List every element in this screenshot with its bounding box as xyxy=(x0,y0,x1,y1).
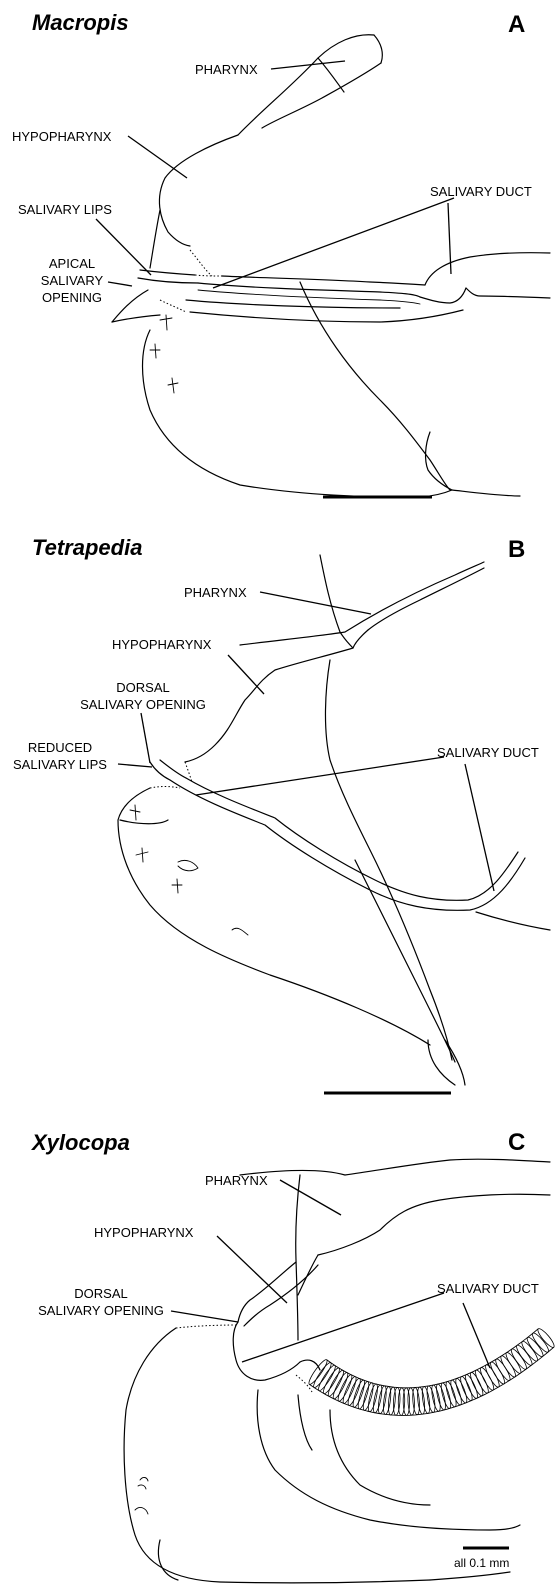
panel-b-letter: B xyxy=(508,536,525,563)
duct-ring xyxy=(331,1371,350,1400)
label-dorsal-opening-line1: DORSAL xyxy=(74,1286,127,1301)
label-pharynx: PHARYNX xyxy=(195,62,258,77)
label-apical-opening-line1: APICAL xyxy=(49,256,95,271)
label-apical-opening-line3: OPENING xyxy=(42,290,102,305)
label-hypopharynx: HYPOPHARYNX xyxy=(94,1225,194,1240)
segmented-duct xyxy=(307,1327,556,1416)
duct-ring xyxy=(346,1377,363,1406)
duct-ring xyxy=(483,1363,501,1388)
duct-ring xyxy=(336,1373,354,1402)
panel-b: Tetrapedia B PHARYNX HYPOPHARYNX DORSAL … xyxy=(13,535,550,1093)
duct-ring xyxy=(341,1375,358,1404)
scale-label: all 0.1 mm xyxy=(454,1556,509,1570)
duct-ring xyxy=(416,1387,425,1415)
label-pharynx: PHARYNX xyxy=(205,1173,268,1188)
panel-c-letter: C xyxy=(508,1129,525,1156)
label-hypopharynx: HYPOPHARYNX xyxy=(12,129,112,144)
duct-ring xyxy=(425,1385,436,1413)
duct-ring xyxy=(473,1369,490,1395)
label-pharynx: PHARYNX xyxy=(184,585,247,600)
duct-ring xyxy=(499,1354,518,1378)
duct-ring xyxy=(478,1366,496,1391)
label-hypopharynx: HYPOPHARYNX xyxy=(112,637,212,652)
panel-a-letter: A xyxy=(508,11,525,38)
label-reduced-lips-line1: REDUCED xyxy=(28,740,92,755)
label-reduced-lips-line2: SALIVARY LIPS xyxy=(13,757,107,772)
panel-a-title: Macropis xyxy=(32,10,129,35)
duct-ring xyxy=(321,1366,342,1395)
label-dorsal-opening-line1: DORSAL xyxy=(116,680,169,695)
duct-ring xyxy=(351,1379,367,1408)
panel-c-title: Xylocopa xyxy=(30,1130,130,1155)
panel-b-title: Tetrapedia xyxy=(32,535,142,560)
duct-ring xyxy=(421,1386,431,1414)
duct-ring xyxy=(488,1361,506,1386)
duct-ring xyxy=(311,1361,333,1389)
leader-lines-c xyxy=(171,1180,490,1368)
leader-lines-a xyxy=(96,61,454,288)
panel-c: Xylocopa C PHARYNX HYPOPHARYNX DORSAL SA… xyxy=(30,1129,556,1583)
duct-ring xyxy=(307,1358,330,1386)
label-dorsal-opening-line2: SALIVARY OPENING xyxy=(38,1303,164,1318)
duct-ring xyxy=(412,1387,421,1415)
label-apical-opening-line2: SALIVARY xyxy=(41,273,104,288)
label-salivary-duct: SALIVARY DUCT xyxy=(437,1281,539,1296)
duct-ring xyxy=(326,1369,346,1398)
label-salivary-duct: SALIVARY DUCT xyxy=(430,184,532,199)
panel-a: Macropis A PHARYNX HYPOPHARYNX SALIVARY … xyxy=(12,10,550,497)
specimen-drawing-a xyxy=(112,35,550,497)
label-salivary-lips: SALIVARY LIPS xyxy=(18,202,112,217)
specimen-drawing-b xyxy=(118,555,550,1085)
duct-ring xyxy=(494,1357,513,1382)
label-dorsal-opening-line2: SALIVARY OPENING xyxy=(80,697,206,712)
duct-ring xyxy=(430,1384,442,1412)
label-salivary-duct: SALIVARY DUCT xyxy=(437,745,539,760)
